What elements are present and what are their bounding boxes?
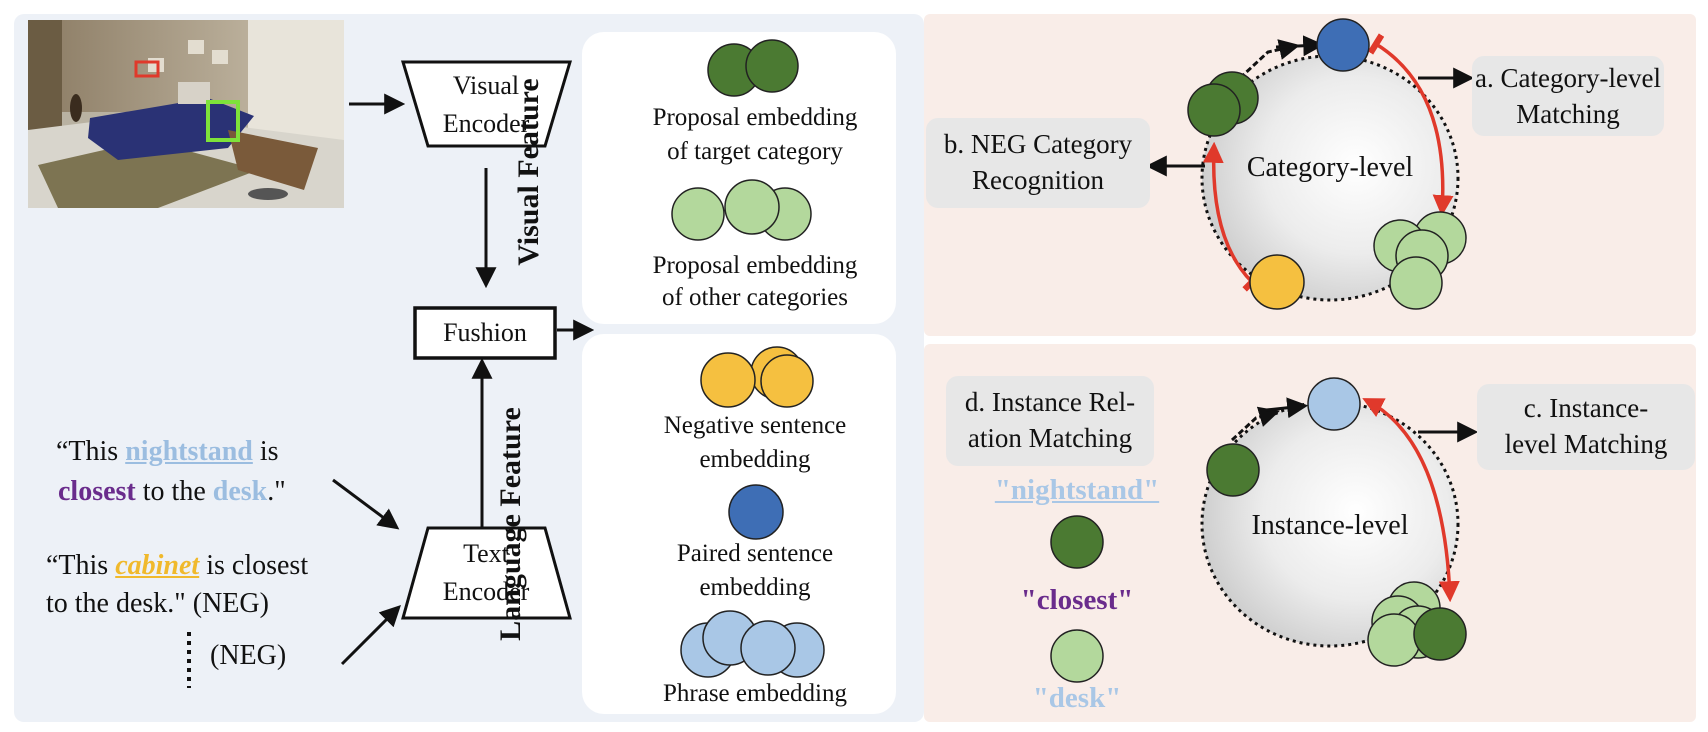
fusion-label: Fushion (443, 318, 527, 347)
word-closest: closest (58, 476, 136, 507)
paired-sentence-label-line2: embedding (699, 574, 811, 601)
sentence-2-rest: is closest (199, 550, 309, 581)
target-category-label-line2: of target category (667, 138, 843, 165)
paired-sentence-circle (728, 484, 784, 540)
visual-encoder-label-line1: Visual (452, 71, 520, 100)
phrase-circle (1307, 377, 1361, 431)
label-d-line1: d. Instance Rel- (964, 387, 1136, 417)
sentence-2-line1: “This cabinet is closest (46, 550, 308, 582)
language-feature-section-label: Language Feature (494, 407, 527, 641)
sentence-1-end: ." (267, 476, 286, 507)
other-category-circle (1367, 613, 1421, 667)
visual-encoder-block (400, 60, 573, 148)
phrase-circle (740, 620, 796, 676)
negative-sentence-label-line1: Negative sentence (663, 412, 847, 439)
target-category-circle (1206, 443, 1260, 497)
sentence-1-line1: “This nightstand is (56, 436, 279, 468)
visual-feature-section-label: Visual Feature (512, 78, 545, 266)
target-category-label-line1: Proposal embedding (652, 104, 858, 131)
sentence-3-neg: (NEG) (210, 640, 287, 671)
text-encoder-label-line1: Text (463, 539, 509, 568)
category-red-push (1202, 141, 1262, 292)
category-red-pull (1367, 33, 1454, 217)
word-cabinet: cabinet (115, 550, 200, 581)
label-d-relation-matching: d. Instance Rel- ation Matching (946, 376, 1154, 466)
token-desk-circle (1050, 629, 1104, 683)
instance-level-label: Instance-level (1251, 510, 1409, 541)
target-category-circle (1187, 83, 1241, 137)
other-category-circle (671, 187, 725, 241)
sentence-2-open: “This (46, 550, 116, 581)
text-encoder-label-line2: Encoder (442, 577, 530, 606)
target-category-circle (745, 39, 799, 93)
token-nightstand: "nightstand" (994, 474, 1160, 506)
token-closest: "closest" (1020, 584, 1134, 616)
word-desk: desk (212, 476, 268, 507)
other-category-label-line1: Proposal embedding (652, 252, 858, 279)
text-encoder-block (401, 526, 572, 620)
other-category-circle (724, 179, 780, 235)
fusion-block (413, 306, 557, 360)
label-b-line1: b. NEG Category (943, 129, 1133, 159)
label-a-line1: a. Category-level (1475, 63, 1661, 93)
sentence-1-line2: closest to the desk." (58, 476, 286, 508)
target-category-circle (1413, 607, 1467, 661)
category-level-label: Category-level (1246, 152, 1414, 183)
sentence-1-open: “This (56, 436, 126, 467)
label-c-line1: c. Instance- (1523, 393, 1649, 423)
paired-sentence-circle (1316, 18, 1370, 72)
sentence-1-mid: is (252, 436, 279, 467)
sentence-2-line2: to the desk." (NEG) (46, 588, 269, 619)
label-c-instance-matching: c. Instance- level Matching (1477, 384, 1695, 470)
other-category-circle (1389, 256, 1443, 310)
token-nightstand-circle (1050, 515, 1104, 569)
negative-sentence-label-line2: embedding (699, 446, 811, 473)
word-nightstand: nightstand (125, 436, 253, 467)
arrow-sentence3-to-text-encoder (340, 605, 401, 666)
negative-sentence-circle (760, 354, 814, 408)
negative-sentence-circle (700, 352, 756, 408)
scene-image (28, 20, 344, 208)
phrase-embedding-label: Phrase embedding (663, 680, 847, 707)
negative-sentence-circle (1249, 254, 1305, 310)
label-a-category-matching: a. Category-level Matching (1472, 56, 1664, 136)
label-d-line2: ation Matching (967, 423, 1133, 453)
token-desk: "desk" (1032, 682, 1122, 714)
sentence-1-to: to the (135, 476, 213, 507)
paired-sentence-label-line1: Paired sentence (676, 540, 834, 567)
label-b-neg-recognition: b. NEG Category Recognition (926, 118, 1150, 208)
instance-red-pull (1362, 398, 1460, 603)
arrow-sentence1-to-text-encoder (332, 478, 400, 530)
visual-encoder-label-line2: Encoder (442, 109, 530, 138)
other-category-label-line2: of other categories (661, 284, 849, 311)
label-a-line2: Matching (1516, 99, 1620, 129)
label-b-line2: Recognition (972, 165, 1104, 195)
instance-shift-arrow (1230, 406, 1281, 442)
label-c-line2: level Matching (1504, 429, 1668, 459)
